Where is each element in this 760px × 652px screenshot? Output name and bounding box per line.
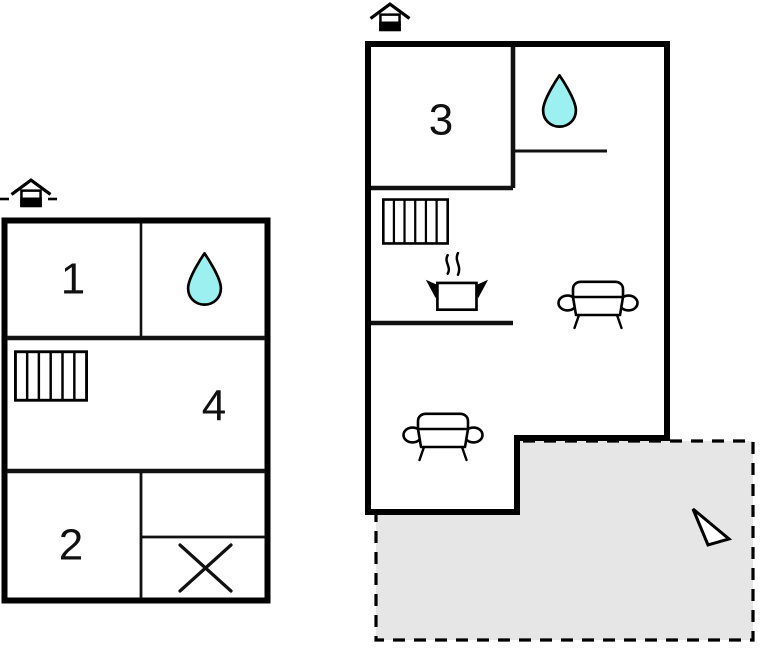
- left-plan-internal-walls: [7, 223, 265, 598]
- room-label-4: 4: [202, 382, 226, 431]
- radiator-icon: [14, 350, 88, 402]
- room-label-3: 3: [429, 96, 453, 145]
- house-entrance-icon: [11, 178, 51, 208]
- left-floor-plan-group: 1 4 2: [0, 178, 271, 604]
- radiator-icon: [382, 198, 449, 245]
- terrace-dashed-outline: [374, 439, 755, 642]
- house-entrance-icon: [370, 2, 410, 32]
- right-plan-internal-walls: [371, 47, 607, 326]
- right-plan-outer-wall: [365, 41, 670, 515]
- left-plan-outer-wall: [1, 217, 271, 604]
- room-label-2: 2: [59, 521, 83, 570]
- cross-icon: [178, 543, 233, 593]
- room-label-1: 1: [61, 255, 85, 304]
- right-floor-plan-group: 3: [365, 2, 755, 642]
